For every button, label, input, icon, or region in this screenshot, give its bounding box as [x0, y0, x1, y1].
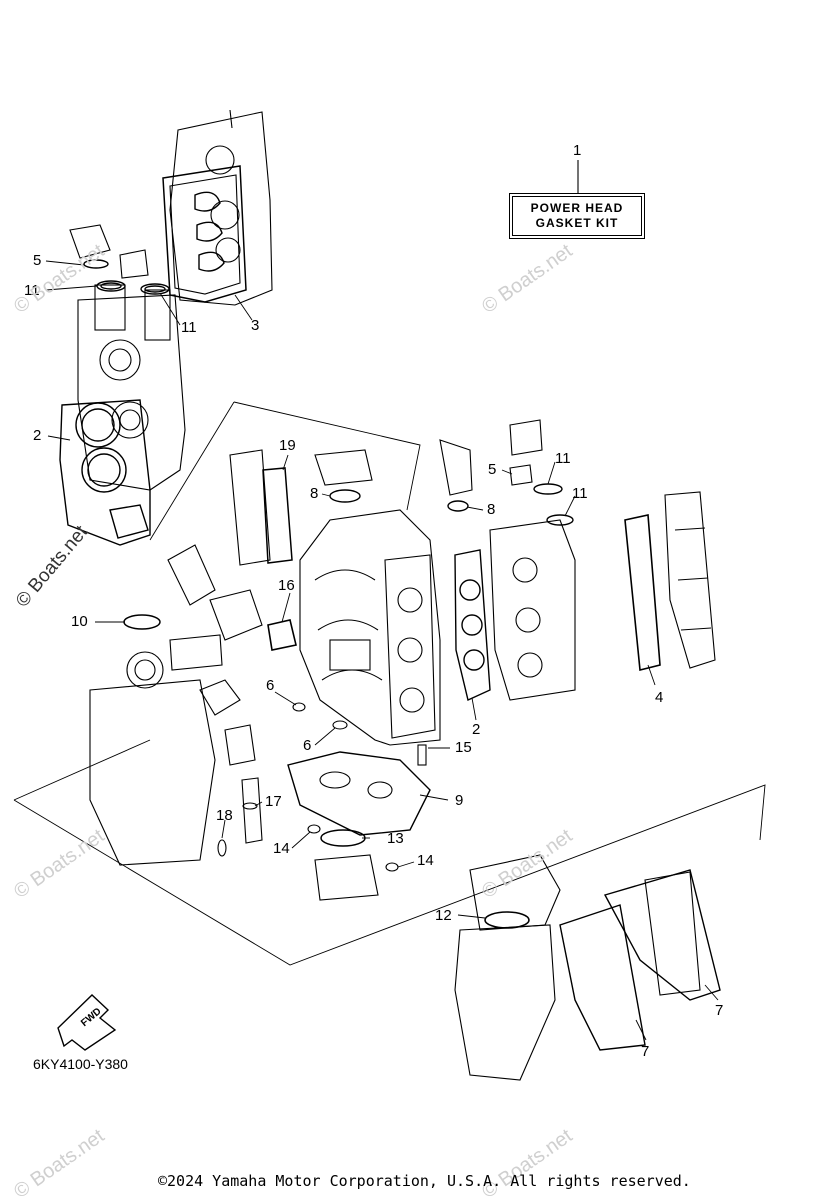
callout-11-right-b: 11 — [572, 485, 588, 502]
cylinder-block — [299, 509, 441, 746]
leader-lines — [45, 260, 719, 1041]
frame-upper — [233, 401, 421, 511]
gasket-kit-label-box: POWER HEAD GASKET KIT — [509, 193, 645, 239]
callout-8-left: 8 — [310, 485, 319, 502]
callout-9: 9 — [455, 792, 464, 809]
head-gasket-left — [59, 399, 151, 546]
callout-4: 4 — [655, 689, 664, 706]
copyright-notice: ©2024 Yamaha Motor Corporation, U.S.A. A… — [158, 1172, 691, 1190]
callout-6-lower: 6 — [303, 737, 312, 754]
crank-and-pistons — [89, 614, 256, 866]
callout-14-left: 14 — [273, 840, 290, 857]
callout-19: 19 — [279, 437, 296, 454]
callout-10: 10 — [71, 613, 88, 630]
callout-8-right: 8 — [487, 501, 496, 518]
callout-2-right: 2 — [472, 721, 481, 738]
head-gasket-right — [454, 549, 491, 701]
callout-14-right: 14 — [417, 852, 434, 869]
cylinder-head-left — [69, 224, 186, 491]
callout-18: 18 — [216, 807, 233, 824]
callout-11-right-a: 11 — [555, 450, 571, 467]
callout-17: 17 — [265, 793, 282, 810]
fwd-arrow-icon — [57, 994, 117, 1051]
callout-11-left-b: 11 — [181, 319, 197, 336]
callout-3: 3 — [251, 317, 260, 334]
callout-7-lower: 7 — [641, 1043, 650, 1060]
callout-5-left: 5 — [33, 252, 42, 269]
frame-lower — [13, 784, 766, 966]
valve-cover-right — [624, 491, 716, 672]
valve-cover-upper — [162, 109, 273, 306]
callout-7-right: 7 — [715, 1002, 724, 1019]
thermostat-upper — [314, 439, 473, 512]
callout-2-left: 2 — [33, 427, 42, 444]
callout-6-upper: 6 — [266, 677, 275, 694]
kit-label-line2: GASKET KIT — [535, 216, 619, 230]
cover-gasket-19 — [229, 449, 293, 566]
kit-label-line1: POWER HEAD — [530, 201, 624, 215]
callout-16: 16 — [278, 577, 295, 594]
filter-and-pump — [167, 544, 297, 651]
frame-lower-left — [13, 739, 151, 801]
cylinder-head-right — [489, 419, 576, 701]
callout-5-right: 5 — [488, 461, 497, 478]
callout-11-left-a: 11 — [24, 282, 40, 299]
intake-and-covers — [454, 854, 721, 1081]
callout-13: 13 — [387, 830, 404, 847]
callout-12: 12 — [435, 907, 452, 924]
diagram-code: 6KY4100-Y380 — [33, 1056, 128, 1072]
lower-center-parts — [217, 702, 431, 901]
callout-1: 1 — [573, 142, 582, 159]
group-frames — [13, 401, 766, 966]
frame-upper-left — [149, 401, 235, 541]
callout-15: 15 — [455, 739, 472, 756]
